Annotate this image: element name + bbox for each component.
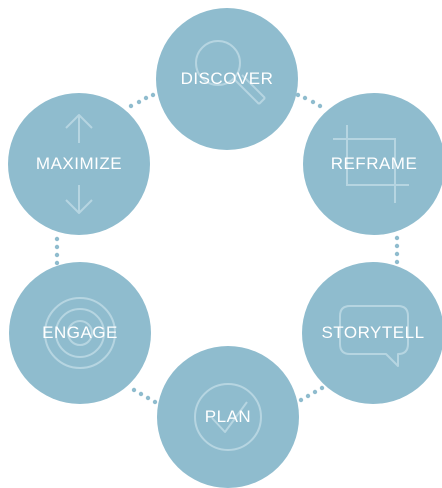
connector-discover-reframe bbox=[295, 92, 323, 109]
stage-plan: PLAN bbox=[157, 346, 299, 488]
stage-label: DISCOVER bbox=[180, 69, 274, 88]
stage-label: REFRAME bbox=[330, 154, 418, 173]
stage-discover: DISCOVER bbox=[156, 8, 298, 150]
stage-maximize: MAXIMIZE bbox=[8, 93, 150, 235]
crop-icon bbox=[333, 125, 409, 203]
connector-engage-maximize bbox=[54, 236, 60, 266]
target-icon bbox=[44, 297, 116, 369]
up-down-arrows-icon bbox=[65, 114, 93, 214]
connector-storytell-plan bbox=[298, 385, 325, 403]
stage-label: STORYTELL bbox=[321, 323, 425, 342]
connector-plan-engage bbox=[131, 387, 158, 405]
stage-label: ENGAGE bbox=[42, 323, 118, 342]
stage-storytell: STORYTELL bbox=[302, 262, 442, 404]
connector-maximize-discover bbox=[128, 92, 156, 109]
stage-reframe: REFRAME bbox=[303, 93, 442, 235]
checkmark-icon bbox=[194, 383, 262, 451]
connector-reframe-storytell bbox=[394, 235, 400, 265]
stage-engage: ENGAGE bbox=[9, 262, 151, 404]
speech-bubble-icon bbox=[339, 305, 409, 367]
magnifier-icon bbox=[195, 40, 266, 105]
stage-label: MAXIMIZE bbox=[35, 154, 123, 173]
stage-label: PLAN bbox=[204, 407, 252, 426]
